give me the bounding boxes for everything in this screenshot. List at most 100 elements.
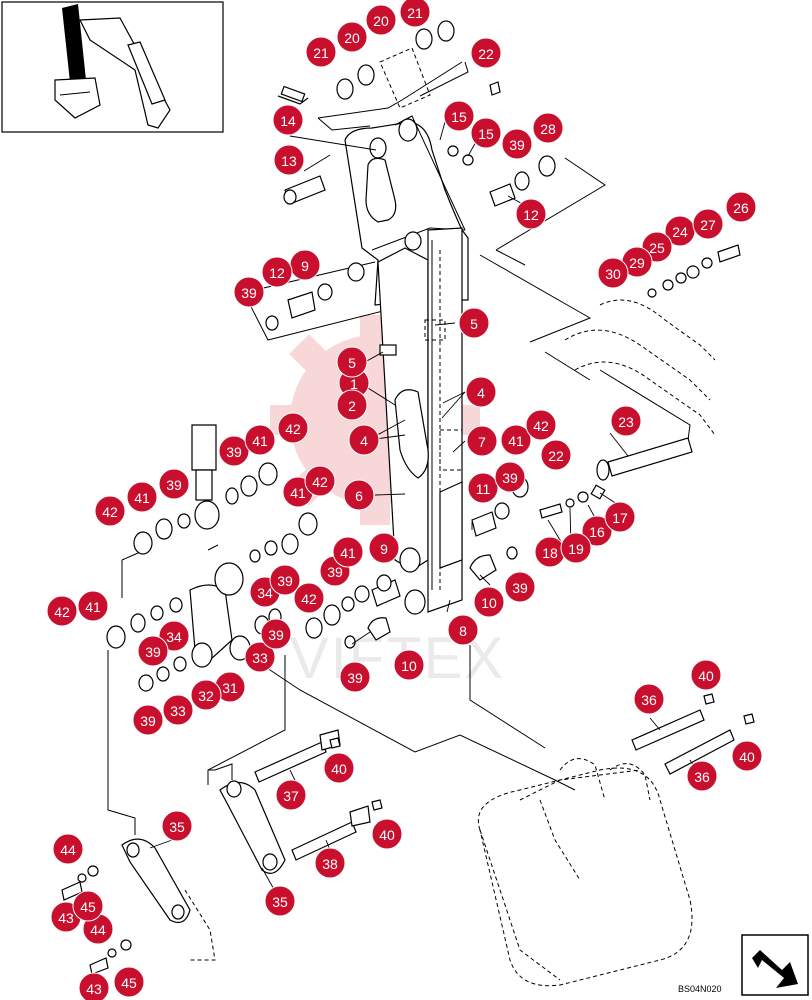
callout-number: 38 [322,856,338,872]
callout-number: 13 [281,153,297,169]
callout-number: 8 [459,623,467,639]
callout-number: 26 [733,200,749,216]
callout-number: 12 [523,207,539,223]
thumbnail-frame [1,1,224,133]
callout-40: 40 [690,659,722,691]
callout-number: 15 [451,109,467,125]
callout-7: 7 [466,425,498,457]
next-page-arrow-icon[interactable] [741,934,809,996]
callout-number: 32 [198,688,214,704]
callout-number: 25 [649,240,665,256]
callout-42: 42 [293,582,325,614]
callout-28: 28 [532,112,564,144]
callout-number: 18 [542,545,558,561]
callout-number: 41 [134,490,150,506]
callout-35: 35 [264,885,296,917]
callout-number: 39 [145,644,161,660]
section-outlines [107,61,691,835]
callout-number: 7 [478,434,486,450]
callout-4: 4 [348,424,380,456]
callout-number: 1 [350,376,358,392]
callout-number: 40 [698,668,714,684]
callout-21: 21 [399,0,431,28]
callout-15: 15 [470,117,502,149]
callout-5: 5 [336,346,368,378]
callout-number: 20 [373,13,389,29]
callout-number: 12 [269,265,285,281]
callout-39: 39 [137,635,169,667]
callout-number: 10 [401,658,417,674]
callout-36: 36 [633,683,665,715]
callout-number: 16 [589,524,605,540]
callout-11: 11 [467,472,499,504]
callout-39: 39 [501,128,533,160]
callout-39: 39 [494,461,526,493]
callout-number: 39 [277,573,293,589]
callout-27: 27 [692,208,724,240]
callout-number: 41 [340,545,356,561]
callout-number: 45 [121,975,137,991]
callout-number: 39 [512,580,528,596]
callout-number: 31 [222,680,238,696]
callout-15: 15 [443,100,475,132]
bucket-outline [478,758,693,987]
callout-number: 35 [169,819,185,835]
callout-number: 39 [166,477,182,493]
callout-number: 22 [478,46,494,62]
callout-number: 23 [618,414,634,430]
callout-42: 42 [304,465,336,497]
right-hardware [469,244,741,581]
callout-19: 19 [560,532,592,564]
callout-30: 30 [597,257,629,289]
callout-number: 39 [226,444,242,460]
callout-number: 39 [509,137,525,153]
callout-number: 5 [348,355,356,371]
callout-14: 14 [272,104,304,136]
callout-number: 43 [58,910,74,926]
callout-number: 9 [380,541,388,557]
callout-41: 41 [332,536,364,568]
callout-41: 41 [500,424,532,456]
callout-17: 17 [604,501,636,533]
drawing-code: BS04N020 [678,984,722,994]
callout-number: 42 [533,418,549,434]
callout-22: 22 [540,439,572,471]
callout-number: 42 [312,474,328,490]
callout-number: 42 [102,504,118,520]
callout-41: 41 [126,481,158,513]
callout-39: 39 [132,704,164,736]
callout-number: 41 [508,433,524,449]
callout-number: 40 [331,761,347,777]
callout-41: 41 [77,590,109,622]
callout-number: 34 [166,629,182,645]
callout-number: 19 [568,541,584,557]
callout-number: 33 [252,650,268,666]
callout-number: 39 [241,285,257,301]
callout-39: 39 [269,564,301,596]
callout-9: 9 [368,532,400,564]
callout-42: 42 [525,409,557,441]
callout-42: 42 [277,412,309,444]
link-plates [394,389,463,569]
callout-26: 26 [725,191,757,223]
callout-20: 20 [336,21,368,53]
callout-13: 13 [273,144,305,176]
callout-number: 39 [502,470,518,486]
left-linkage [106,424,401,692]
callout-39: 39 [158,468,190,500]
callout-6: 6 [343,479,375,511]
lower-pins [61,693,755,975]
callout-number: 44 [60,842,76,858]
callout-29: 29 [621,246,653,278]
callout-number: 41 [290,485,306,501]
callout-number: 43 [86,981,102,997]
callout-number: 40 [739,749,755,765]
callout-number: 21 [407,5,423,21]
callout-39: 39 [233,276,265,308]
callout-number: 22 [548,448,564,464]
callout-5: 5 [458,307,490,339]
callout-38: 38 [314,847,346,879]
callout-number: 9 [301,258,309,274]
